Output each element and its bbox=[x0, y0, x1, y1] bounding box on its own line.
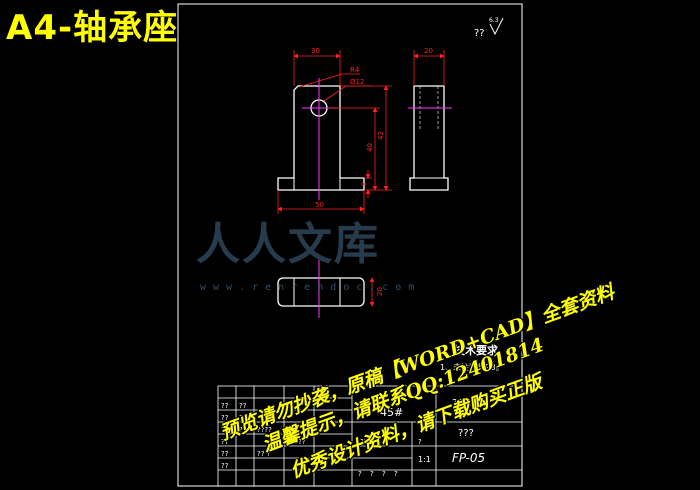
dim-top-width: 30 bbox=[311, 47, 320, 55]
title-code: ??1303 bbox=[452, 398, 488, 409]
title-block-cells: ????????????????????????? ??????????????… bbox=[221, 402, 422, 478]
title-block-cell: ????? bbox=[287, 438, 306, 446]
title-material: 45# bbox=[380, 406, 403, 419]
dim-fillet: R4 bbox=[350, 66, 360, 74]
dim-height-upper: 42 bbox=[377, 131, 385, 140]
dim-base-width: 50 bbox=[315, 201, 324, 209]
title-block-cell: ?? bbox=[239, 414, 247, 422]
watermark-logo: 人人文库 bbox=[196, 219, 380, 270]
dim-base-depth: 20 bbox=[376, 287, 384, 296]
title-block-cell: ?? bbox=[239, 402, 247, 410]
title-block-cell: ? bbox=[370, 470, 374, 478]
title-block-cell: ? bbox=[418, 438, 422, 446]
title-block-cell: ? bbox=[382, 470, 386, 478]
title-drawing-no: FP-05 bbox=[452, 451, 485, 465]
title-block-cell: ?? bbox=[287, 426, 295, 434]
tech-req-heading: 技术要求 bbox=[454, 343, 499, 357]
title-block-cell: ? bbox=[358, 470, 362, 478]
roughness-symbol: ?? 6.3 bbox=[474, 17, 504, 39]
tech-req-item: 1、未注圆角R3。 bbox=[440, 362, 504, 372]
title-block bbox=[217, 385, 523, 487]
title-block-cell: ???? bbox=[360, 438, 375, 446]
side-view bbox=[408, 85, 452, 191]
dim-height-lower: 40 bbox=[366, 143, 374, 152]
front-dimensions bbox=[277, 50, 392, 214]
title-block-cell: ?? bbox=[221, 426, 229, 434]
title-scale: 1:1 bbox=[418, 455, 431, 464]
page-title: A4-轴承座 bbox=[6, 8, 179, 48]
title-block-cell: ?? bbox=[221, 462, 229, 470]
dim-hole: Ø12 bbox=[350, 78, 364, 86]
title-block-cell: ?? bbox=[221, 402, 229, 410]
title-block-cell: ?? ? bbox=[257, 450, 271, 458]
dim-side-width: 20 bbox=[424, 47, 433, 55]
side-dimensions bbox=[413, 50, 445, 86]
title-block-cell: ?? bbox=[221, 450, 229, 458]
title-block-cell: ???? bbox=[257, 426, 272, 434]
title-block-cell: ?? bbox=[239, 426, 247, 434]
title-block-cell: ? bbox=[394, 470, 398, 478]
dim-base-thickness: 8 bbox=[361, 182, 368, 186]
title-name: ??? bbox=[458, 428, 474, 439]
svg-text:6.3: 6.3 bbox=[489, 17, 499, 24]
title-block-cell: ?? bbox=[221, 438, 229, 446]
front-view bbox=[277, 78, 365, 200]
svg-text:??: ?? bbox=[474, 28, 485, 39]
top-view bbox=[277, 260, 375, 318]
title-block-cell: ?? bbox=[221, 414, 229, 422]
watermark-url: www.renrendoc.com bbox=[200, 282, 422, 293]
